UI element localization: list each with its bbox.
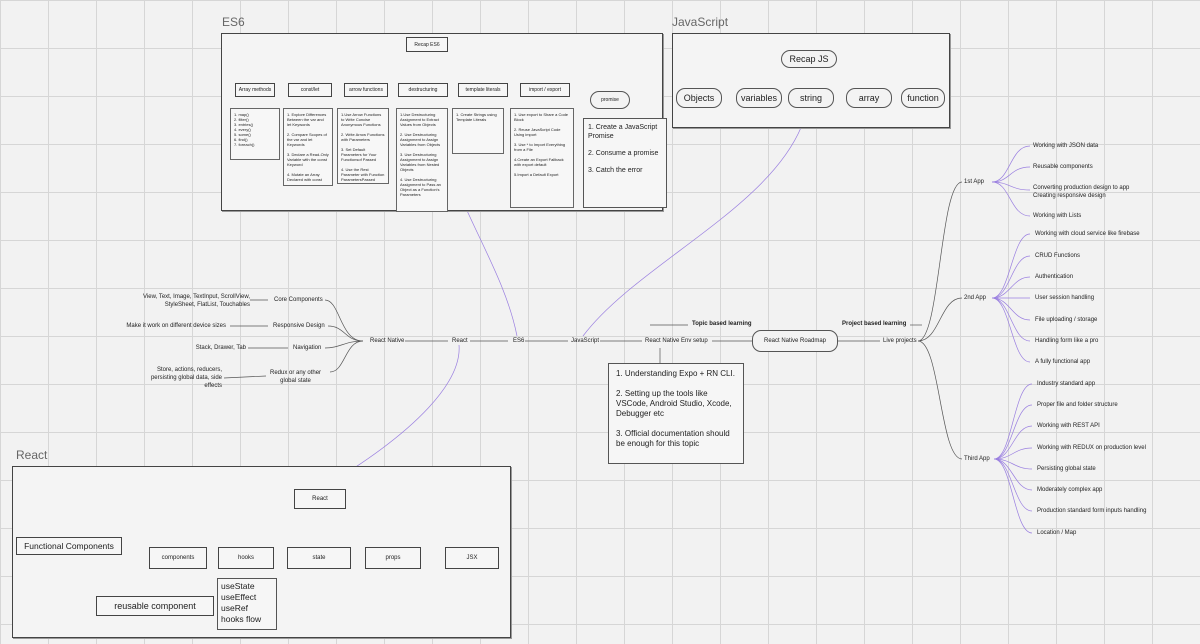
react-jsx-node[interactable]: JSX (445, 547, 499, 569)
redux-line: global state (280, 378, 311, 384)
env-note: 2. Setting up the tools like VSCode, And… (616, 389, 732, 418)
env-note: 1. Understanding Expo + RN CLI. (616, 369, 735, 378)
second-app-node[interactable]: 2nd App (964, 295, 987, 301)
env-setup-node[interactable]: React Native Env setup (645, 338, 708, 344)
redux-detail: Store, actions, reducers, persisting glo… (122, 366, 222, 390)
promise-item: 2. Consume a promise (588, 150, 659, 157)
hook-item: useState (221, 581, 255, 591)
es6-note-arrow: 1.Use Arrow Functions to Write Concise A… (337, 108, 389, 184)
react-frame: React components hooks state props JSX F… (12, 466, 511, 638)
redux-line: Redux or any other (270, 370, 322, 376)
redux-detail-line: persisting global data, side (150, 375, 222, 381)
first-app-node[interactable]: 1st App (964, 179, 985, 185)
second-app-item: Authentication (1035, 274, 1074, 280)
react-state-node[interactable]: state (287, 547, 351, 569)
first-app-item: Working with Lists (1033, 213, 1082, 219)
es6-note-promise: 1. Create a JavaScript Promise 2. Consum… (583, 118, 667, 208)
roadmap-root-node[interactable]: React Native Roadmap (752, 330, 838, 352)
first-app-item: Creating responsive design (1033, 193, 1106, 199)
third-app-item: Moderately complex app (1037, 487, 1103, 493)
es6-topic-array[interactable]: Array methods (235, 83, 275, 97)
first-app-item: Converting production design to app (1033, 185, 1130, 191)
es6-topic-destructuring[interactable]: destructuring (398, 83, 448, 97)
js-topic-variables[interactable]: variables (736, 88, 782, 108)
third-app-item: Working with REST API (1037, 423, 1100, 429)
hook-item: hooks flow (221, 614, 262, 624)
third-app-item: Proper file and folder structure (1037, 402, 1118, 408)
es6-note-template: 1. Create Strings using Template Literal… (452, 108, 504, 154)
react-native-node[interactable]: React Native (370, 338, 405, 344)
second-app-item: User session handling (1035, 295, 1095, 301)
first-app-item: Working with JSON data (1033, 143, 1099, 149)
navigation-detail: Stack, Drawer, Tab (195, 345, 246, 351)
javascript-spine-node[interactable]: JavaScript (571, 338, 600, 344)
js-frame-title: JavaScript (672, 15, 729, 29)
react-frame-title: React (16, 448, 48, 462)
es6-note-array: 1. map() 2. filter() 3. entries() 4. eve… (230, 108, 280, 160)
redux-detail-line: Store, actions, reducers, (156, 367, 222, 373)
second-app-item: A fully functional app (1035, 359, 1091, 365)
es6-topic-constlet[interactable]: const/let (288, 83, 332, 97)
third-app-item: Industry standard app (1037, 381, 1096, 387)
react-props-node[interactable]: props (365, 547, 421, 569)
second-app-item: Working with cloud service like firebase (1035, 231, 1140, 237)
es6-note-import: 1. Use export to Share a Code Block 2. R… (510, 108, 574, 208)
es6-recap-node[interactable]: Recap ES6 (406, 37, 448, 52)
core-components-node[interactable]: Core Components (274, 297, 323, 303)
js-topic-array[interactable]: array (846, 88, 892, 108)
es6-note-destructuring: 1.Use Destructuring Assignment to Extrac… (396, 108, 448, 212)
third-app-item: Persisting global state (1037, 466, 1096, 472)
second-app-item: File uploading / storage (1035, 317, 1098, 323)
third-app-item: Production standard form inputs handling (1037, 508, 1147, 514)
navigation-node[interactable]: Navigation (293, 345, 322, 351)
js-topic-string[interactable]: string (788, 88, 834, 108)
redux-node[interactable]: Redux or any other global state (270, 369, 321, 385)
core-detail-line: View, Text, Image, TextInput, ScrollView… (143, 294, 250, 300)
env-note: 3. Official documentation should be enou… (616, 429, 730, 448)
hook-item: useRef (221, 603, 248, 613)
js-topic-objects[interactable]: Objects (676, 88, 722, 108)
react-root-node[interactable]: React (294, 489, 346, 509)
env-setup-notes: 1. Understanding Expo + RN CLI. 2. Setti… (608, 363, 744, 464)
responsive-detail: Make it work on different device sizes (126, 323, 226, 329)
es6-topic-arrow[interactable]: arrow functions (344, 83, 388, 97)
promise-item: 1. Create a JavaScript Promise (588, 124, 658, 140)
second-app-item: Handling form like a pro (1035, 338, 1099, 344)
promise-item: 3. Catch the error (588, 167, 643, 174)
es6-topic-template[interactable]: template literals (458, 83, 508, 97)
react-hooks-node[interactable]: hooks (218, 547, 274, 569)
es6-frame-title: ES6 (222, 15, 245, 29)
hook-item: useEffect (221, 592, 257, 602)
third-app-node[interactable]: Third App (964, 456, 990, 462)
project-based-label: Project based learning (842, 321, 907, 327)
topic-based-label: Topic based learning (692, 321, 752, 327)
core-detail-line: StyleSheet, FlatList, Touchables (164, 302, 250, 308)
js-frame: Recap JS Objects variables string array … (672, 33, 950, 128)
reusable-component-node[interactable]: reusable component (96, 596, 214, 616)
live-projects-node[interactable]: Live projects (883, 338, 917, 344)
responsive-design-node[interactable]: Responsive Design (273, 323, 325, 329)
functional-components-node[interactable]: Functional Components (16, 537, 122, 555)
js-topic-function[interactable]: function (901, 88, 945, 108)
redux-detail-line: effects (204, 383, 222, 389)
react-spine-node[interactable]: React (452, 338, 468, 344)
es6-topic-promise[interactable]: promise (590, 91, 630, 109)
third-app-item: Location / Map (1037, 530, 1077, 536)
es6-frame: Recap ES6 Array methods const/let arrow … (221, 33, 667, 212)
js-recap-node[interactable]: Recap JS (781, 50, 837, 68)
hooks-list: useState useEffect useRef hooks flow (217, 578, 277, 630)
es6-note-constlet: 1. Explore Differences Between the var a… (283, 108, 333, 186)
first-app-item: Reusable components (1033, 164, 1093, 170)
es6-spine-node[interactable]: ES6 (513, 338, 525, 344)
es6-topic-import[interactable]: import / export (520, 83, 570, 97)
core-components-detail: View, Text, Image, TextInput, ScrollView… (90, 293, 250, 309)
react-components-node[interactable]: components (149, 547, 207, 569)
third-app-item: Working with REDUX on production level (1037, 445, 1146, 451)
second-app-item: CRUD Functions (1035, 253, 1081, 259)
